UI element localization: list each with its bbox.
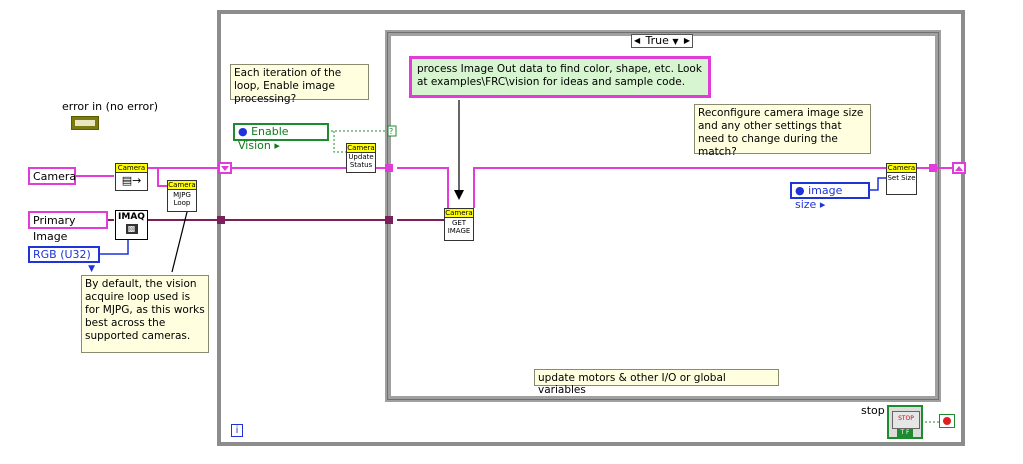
- error-in-terminal[interactable]: [71, 116, 99, 130]
- stop-button-terminal[interactable]: STOP T F: [887, 405, 923, 439]
- comment-process-image: process Image Out data to find color, sh…: [409, 56, 711, 98]
- arrow-right-icon: ▸: [819, 198, 826, 211]
- enable-vision-control[interactable]: ● Enable Vision ▸: [233, 123, 329, 152]
- stop-label: stop: [861, 404, 885, 417]
- imaq-create-vi[interactable]: IMAQ ▩: [115, 210, 148, 240]
- set-size-vi[interactable]: Camera Set Size: [886, 163, 917, 195]
- wire-to-get-image: [397, 167, 449, 208]
- camera-open-vi[interactable]: Camera ▤→: [115, 163, 148, 191]
- imaq-create-icon: ▩: [125, 224, 138, 234]
- error-in-label: error in (no error): [62, 100, 159, 113]
- loop-condition-terminal[interactable]: [939, 414, 955, 428]
- camera-control[interactable]: Camera: [28, 167, 76, 185]
- stop-button-tf: T F: [897, 429, 913, 437]
- wire-enable-update: [333, 131, 346, 153]
- wire-from-get-image: [473, 167, 886, 208]
- mjpg-loop-vi-label: MJPG Loop: [173, 191, 191, 207]
- globe-icon: ●: [238, 125, 248, 138]
- case-tunnel-camera-in: [385, 164, 393, 172]
- case-selector-value: True: [645, 34, 669, 47]
- get-image-vi-label: GET IMAGE: [447, 219, 471, 235]
- arrow-default-comment: [171, 199, 191, 273]
- comment-reconfigure: Reconfigure camera image size and any ot…: [694, 104, 871, 158]
- loop-tunnel-image: [217, 216, 225, 224]
- case-selector[interactable]: ◀ True ▼ ▶: [631, 34, 693, 48]
- comment-update-motors: update motors & other I/O or global vari…: [534, 369, 779, 396]
- chevron-down-icon[interactable]: ▼: [88, 264, 95, 274]
- mjpg-loop-vi-header: Camera: [168, 181, 196, 190]
- update-status-vi[interactable]: Camera Update Status: [346, 143, 376, 173]
- file-arrow-icon: ▤→: [121, 174, 142, 187]
- wire-to-mjpg: [157, 168, 168, 187]
- increment-arrow-icon[interactable]: ▶: [683, 36, 690, 45]
- svg-text:?: ?: [389, 127, 393, 136]
- rgb-enum-label: RGB (U32): [33, 248, 91, 261]
- case-selector-terminal: [387, 125, 397, 137]
- comment-default-mjpg: By default, the vision acquire loop used…: [81, 275, 209, 353]
- imaq-label: IMAQ: [118, 212, 145, 222]
- rgb-enum-control[interactable]: RGB (U32) ▼: [28, 246, 100, 274]
- mjpg-loop-vi[interactable]: Camera MJPG Loop: [167, 180, 197, 212]
- enable-vision-label: Enable Vision: [238, 125, 289, 152]
- decrement-arrow-icon[interactable]: ◀: [634, 36, 641, 45]
- chevron-down-icon[interactable]: ▼: [672, 37, 679, 46]
- get-image-vi-header: Camera: [445, 209, 473, 218]
- set-size-vi-label: Set Size: [887, 174, 916, 182]
- comment-loop-iteration: Each iteration of the loop, Enable image…: [230, 64, 369, 105]
- while-loop: [217, 10, 965, 446]
- wire-image-size: [869, 177, 886, 191]
- stop-button-face: STOP: [892, 411, 920, 429]
- case-tunnel-camera-out: [929, 164, 937, 172]
- update-status-vi-label: Update Status: [348, 153, 374, 169]
- get-image-vi[interactable]: Camera GET IMAGE: [444, 208, 474, 241]
- camera-open-vi-header: Camera: [116, 164, 147, 173]
- image-size-label: image size: [795, 184, 843, 211]
- arrow-right-icon: ▸: [274, 139, 280, 152]
- set-size-vi-header: Camera: [887, 164, 916, 173]
- wire-rgb: [100, 238, 129, 255]
- primary-image-control[interactable]: Primary Image: [28, 211, 108, 243]
- iteration-terminal: i: [231, 424, 243, 437]
- case-tunnel-image: [385, 216, 393, 224]
- image-size-control[interactable]: ● image size ▸: [790, 182, 870, 211]
- globe-icon: ●: [795, 184, 805, 197]
- update-status-vi-header: Camera: [347, 144, 375, 153]
